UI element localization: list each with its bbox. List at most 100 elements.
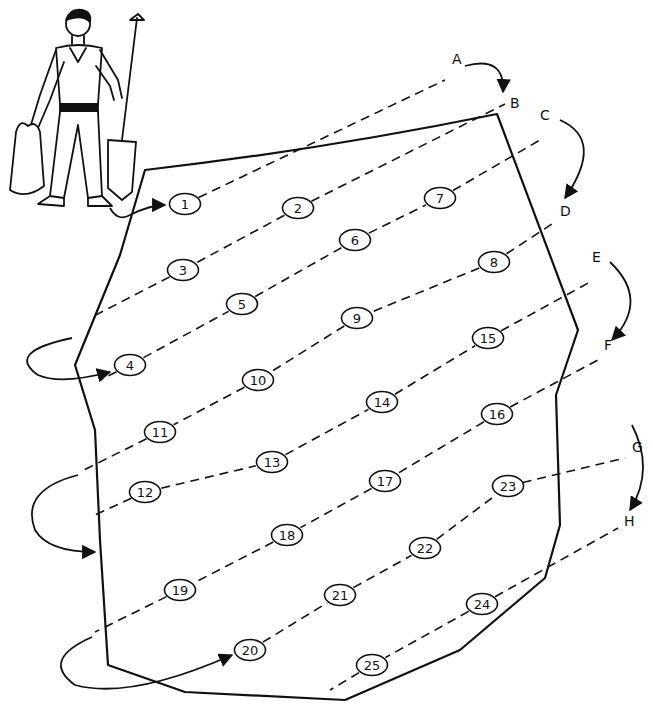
sample-point: 22 xyxy=(408,536,442,560)
sample-point: 17 xyxy=(368,469,402,493)
sample-number: 13 xyxy=(264,456,281,469)
sample-ellipse-outline xyxy=(115,355,146,376)
turn-arrow xyxy=(32,475,95,552)
turn-letter: H xyxy=(624,514,635,528)
traverse-segment xyxy=(437,495,497,540)
sample-bag xyxy=(10,123,44,194)
sampler-figure xyxy=(10,10,144,206)
sample-ellipse-outline xyxy=(370,471,401,492)
traverse-segment xyxy=(174,387,245,425)
sample-ellipse-outline xyxy=(410,538,441,559)
right-arm xyxy=(96,50,122,100)
sample-number: 23 xyxy=(500,480,517,493)
sample-point: 2 xyxy=(281,196,315,220)
turn-letter: F xyxy=(604,338,612,352)
sample-number: 25 xyxy=(364,659,381,672)
sample-number: 8 xyxy=(490,256,498,269)
sample-ellipse-outline xyxy=(145,422,176,443)
sample-ellipse-outline xyxy=(357,655,388,676)
sample-number: 16 xyxy=(489,408,506,421)
sample-ellipse-outline xyxy=(473,328,504,349)
feet xyxy=(38,196,112,206)
turn-letter: A xyxy=(452,52,462,66)
traverse-line xyxy=(185,80,445,204)
sample-point: 5 xyxy=(225,292,259,316)
turn-arrow xyxy=(110,205,165,217)
turn-arrow xyxy=(630,425,643,510)
sample-ellipse-outline xyxy=(425,188,456,209)
traverse-segment xyxy=(143,311,228,357)
sample-point: 25 xyxy=(355,653,389,677)
traverse-segment xyxy=(194,542,274,583)
shirt xyxy=(56,45,102,104)
turn-letter: B xyxy=(510,96,520,110)
sample-ellipse-outline xyxy=(479,252,510,273)
traverse-segment xyxy=(271,326,345,372)
sample-ellipse-outline xyxy=(130,482,161,503)
turn-letter: E xyxy=(592,250,601,264)
sample-number: 6 xyxy=(351,234,359,247)
sample-number: 17 xyxy=(377,475,394,488)
traverse-segment xyxy=(353,555,411,587)
traverse-segment xyxy=(255,248,341,297)
turn-arrow xyxy=(610,262,631,340)
traverse-segment xyxy=(398,422,484,473)
sample-number: 5 xyxy=(238,298,246,311)
sample-point: 7 xyxy=(423,186,457,210)
sample-ellipse-outline xyxy=(170,194,201,215)
sample-ellipse-outline xyxy=(340,230,371,251)
traverse-line xyxy=(298,104,505,208)
sample-point: 9 xyxy=(340,306,374,330)
traverse-line xyxy=(90,270,183,318)
sample-number: 21 xyxy=(332,589,349,602)
turn-letter: D xyxy=(560,204,571,218)
sample-number: 10 xyxy=(250,374,267,387)
field-outline xyxy=(75,114,578,700)
traverse-lines xyxy=(80,80,625,690)
sample-number: 11 xyxy=(152,426,169,439)
turn-arrow xyxy=(27,338,110,379)
sample-point: 11 xyxy=(143,420,177,444)
neck xyxy=(72,36,84,44)
traverse-segment xyxy=(263,603,327,642)
sample-point: 24 xyxy=(465,592,499,616)
sample-ellipse-outline xyxy=(272,525,303,546)
sample-point: 10 xyxy=(241,368,275,392)
sample-point: 8 xyxy=(477,250,511,274)
sample-point: 4 xyxy=(113,353,147,377)
traverse-segment xyxy=(372,268,480,312)
sample-point: 3 xyxy=(166,258,200,282)
sample-ellipse-outline xyxy=(243,370,274,391)
sample-number: 22 xyxy=(417,542,434,555)
traverse-line xyxy=(488,282,590,338)
left-arm xyxy=(30,50,64,128)
sample-number: 12 xyxy=(137,486,154,499)
sample-ellipse-outline xyxy=(283,198,314,219)
sample-ellipse-outline xyxy=(367,392,398,413)
shovel-blade xyxy=(108,140,136,200)
sample-point: 16 xyxy=(480,402,514,426)
turn-arrow xyxy=(560,120,584,198)
sample-number: 19 xyxy=(172,584,189,597)
sample-ellipse-outline xyxy=(165,580,196,601)
turn-arrow xyxy=(465,63,503,92)
hair xyxy=(66,10,90,22)
sample-point: 6 xyxy=(338,228,372,252)
traverse-line xyxy=(497,360,598,414)
sample-ellipse-outline xyxy=(325,585,356,606)
sample-point: 19 xyxy=(163,578,197,602)
sample-ellipse-outline xyxy=(227,294,258,315)
sample-number: 4 xyxy=(126,359,134,372)
traverse-segment xyxy=(161,466,256,488)
traverse-segment xyxy=(300,488,371,527)
sample-ellipse-outline xyxy=(467,594,498,615)
sample-ellipse-outline xyxy=(168,260,199,281)
sample-number: 14 xyxy=(374,396,391,409)
sample-ellipse-outline xyxy=(235,640,266,661)
sample-number: 1 xyxy=(181,198,189,211)
sample-ellipse-outline xyxy=(493,476,524,497)
sample-number: 20 xyxy=(242,644,259,657)
